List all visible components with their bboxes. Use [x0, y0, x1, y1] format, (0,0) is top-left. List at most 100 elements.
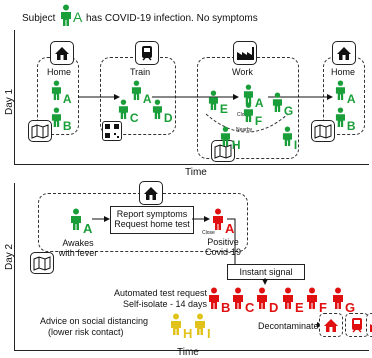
- person-letter: E: [295, 300, 304, 315]
- factory-icon: [233, 41, 257, 65]
- house-icon: [139, 181, 163, 205]
- instant-signal-label: Instant signal: [239, 267, 293, 277]
- person-letter: F: [254, 114, 263, 128]
- person-icon: [232, 287, 244, 314]
- map-icon: [30, 252, 54, 274]
- person-letter: A: [225, 221, 235, 236]
- person-icon: [118, 99, 129, 124]
- person-letter: I: [293, 138, 298, 152]
- day2-arrows: [92, 216, 268, 285]
- person: G: [332, 287, 355, 314]
- person-icon: [220, 126, 231, 151]
- person-letter: A: [83, 221, 93, 236]
- person-letter: A: [62, 92, 72, 106]
- train-label: Train: [130, 67, 151, 77]
- person-icon: [131, 80, 142, 105]
- header-prefix: Subject: [22, 13, 56, 24]
- train-icon: [135, 41, 159, 65]
- person-letter: A: [254, 96, 264, 110]
- person-icon: [70, 208, 82, 235]
- person: H: [170, 313, 192, 340]
- person: A: [131, 80, 152, 105]
- person: A: [243, 84, 264, 109]
- person: C: [118, 99, 139, 124]
- header-suffix: has COVID-19 infection. No symptoms: [86, 13, 258, 24]
- person: E: [208, 90, 228, 115]
- map-icon: [28, 120, 52, 142]
- person: A: [212, 208, 234, 235]
- person-icon: [243, 102, 254, 127]
- person: G: [272, 92, 293, 117]
- person-icon: [335, 107, 346, 132]
- red-factory-icon: [366, 313, 372, 337]
- person-letter: H: [231, 138, 241, 152]
- person-icon: [208, 287, 220, 314]
- work-close-label: Close: [237, 112, 250, 118]
- person-letter: B: [221, 300, 231, 315]
- house-icon: [50, 41, 74, 65]
- person: F: [243, 102, 262, 127]
- work-nearby-label: Nearby: [236, 127, 253, 133]
- subject-person-icon: [61, 4, 71, 26]
- person-letter: H: [183, 326, 193, 341]
- person-icon: [306, 287, 318, 314]
- person-icon: [194, 313, 206, 340]
- person-icon: [51, 107, 62, 132]
- day2-close-label: Close: [202, 230, 215, 236]
- person-letter: I: [207, 326, 211, 341]
- advice-line-2: (lower risk contact): [48, 327, 124, 337]
- person-letter: B: [346, 119, 356, 133]
- person-icon: [212, 208, 224, 235]
- person-icon: [282, 287, 294, 314]
- person-icon: [152, 99, 163, 124]
- person: B: [335, 107, 356, 132]
- person-icon: [332, 287, 344, 314]
- person: D: [256, 287, 278, 314]
- day2-panel-frame: [14, 183, 369, 351]
- report-box: Report symptoms Request home test: [110, 206, 194, 234]
- person: A: [51, 80, 72, 105]
- person: E: [282, 287, 304, 314]
- person-letter: F: [319, 300, 327, 315]
- person-letter: G: [345, 300, 356, 315]
- qr-code-icon: [102, 121, 122, 141]
- person-letter: C: [245, 300, 255, 315]
- person: A: [335, 80, 356, 105]
- work-label: Work: [232, 67, 253, 77]
- person: B: [208, 287, 230, 314]
- house-icon: [332, 41, 356, 65]
- red-house-icon: [319, 313, 343, 337]
- day1-panel-frame: [14, 30, 369, 165]
- advice-line-1: Advice on social distancing: [40, 316, 149, 326]
- person-letter: D: [269, 300, 279, 315]
- home2-label: Home: [331, 67, 356, 77]
- person: I: [194, 313, 211, 340]
- auto-text-line-1: Automated test request: [113, 288, 207, 298]
- auto-text-line-2: Self-isolate - 14 days: [122, 299, 207, 309]
- person-icon: [243, 84, 254, 109]
- person: A: [70, 208, 92, 235]
- person: F: [306, 287, 327, 314]
- person: B: [51, 107, 72, 132]
- person-icon: [170, 313, 182, 340]
- person-letter: E: [219, 102, 228, 116]
- person-icon: [51, 80, 62, 105]
- map-icon: [311, 120, 335, 142]
- person: H: [220, 126, 241, 151]
- person-letter: A: [142, 92, 152, 106]
- person-letter: C: [129, 111, 139, 125]
- person-letter: A: [346, 92, 356, 106]
- awakes-label: Awakes with fever: [58, 238, 98, 258]
- person-icon: [335, 80, 346, 105]
- person-icon: [256, 287, 268, 314]
- home1-label: Home: [47, 67, 72, 77]
- decontaminate-label: Decontaminate: [258, 321, 319, 331]
- person-icon: [208, 90, 219, 115]
- person: C: [232, 287, 254, 314]
- day1-time-label: Time: [185, 167, 207, 178]
- person-letter: G: [283, 104, 294, 118]
- subject-letter: A: [73, 9, 83, 25]
- positive-label: Positive Covid-19: [204, 237, 242, 257]
- person: D: [152, 99, 173, 124]
- person-icon: [282, 126, 293, 151]
